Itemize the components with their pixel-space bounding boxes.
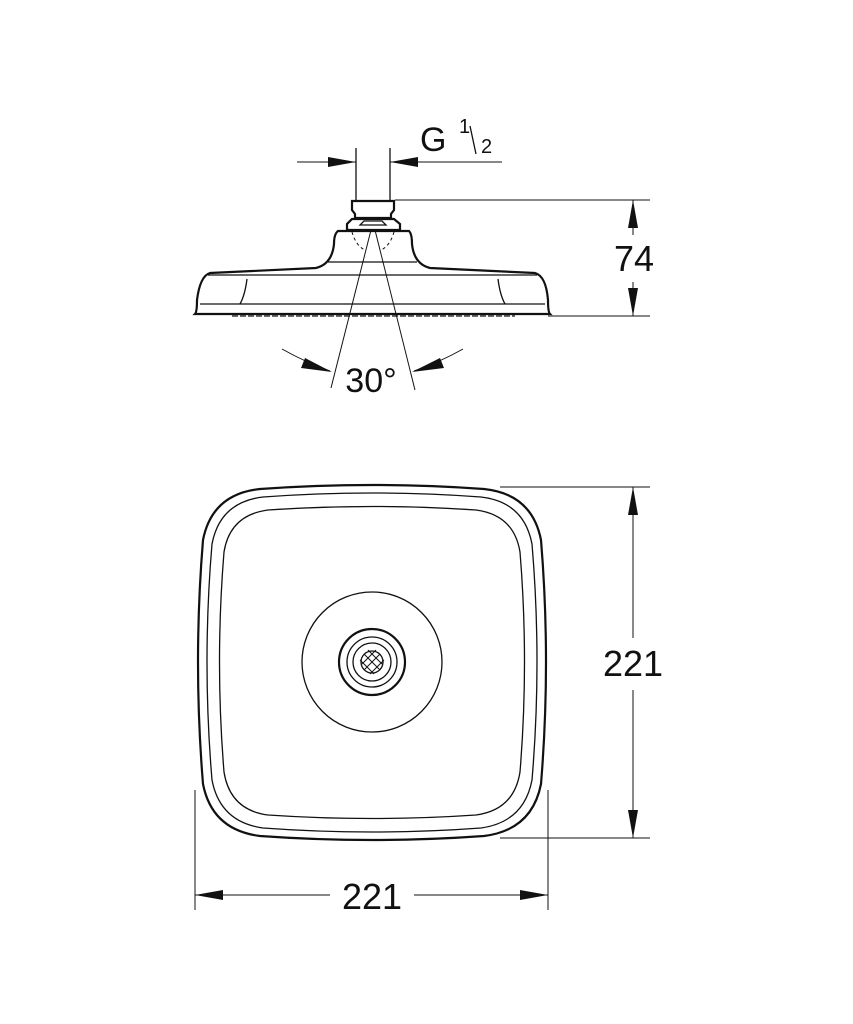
width-dimension-label: 221 [342,876,402,917]
outer-outline [196,483,548,842]
depth-dimension-label: 221 [603,643,663,684]
height-dimension-74 [395,199,650,317]
swivel-angle-dimension [281,229,464,391]
rim-outline [206,492,538,833]
thread-label: G [420,121,446,159]
width-dimension-221 [194,790,549,910]
thread-dimension [297,157,502,167]
face-outline [218,505,526,820]
top-view: 221 221 [194,483,663,917]
thread-fraction-numerator: 1 [459,116,470,138]
shower-head-body [192,229,553,316]
hub-ring [346,636,398,688]
fraction-slash [469,125,477,155]
hex-nut [350,199,396,220]
height-dimension-label: 74 [614,238,654,279]
depth-dimension-221 [500,486,650,839]
side-view: G 1 2 74 [192,116,654,400]
thread-fraction-denominator: 2 [481,136,492,158]
filter-mesh-icon [359,649,385,675]
hidden-lines [351,231,395,251]
swivel-angle-label: 30° [345,362,396,400]
hub-outer-ring [337,627,407,697]
side-facets [239,278,506,305]
collar-detail [358,220,388,226]
spray-plate-circle [301,591,443,733]
hub-inner-ring [352,642,392,682]
